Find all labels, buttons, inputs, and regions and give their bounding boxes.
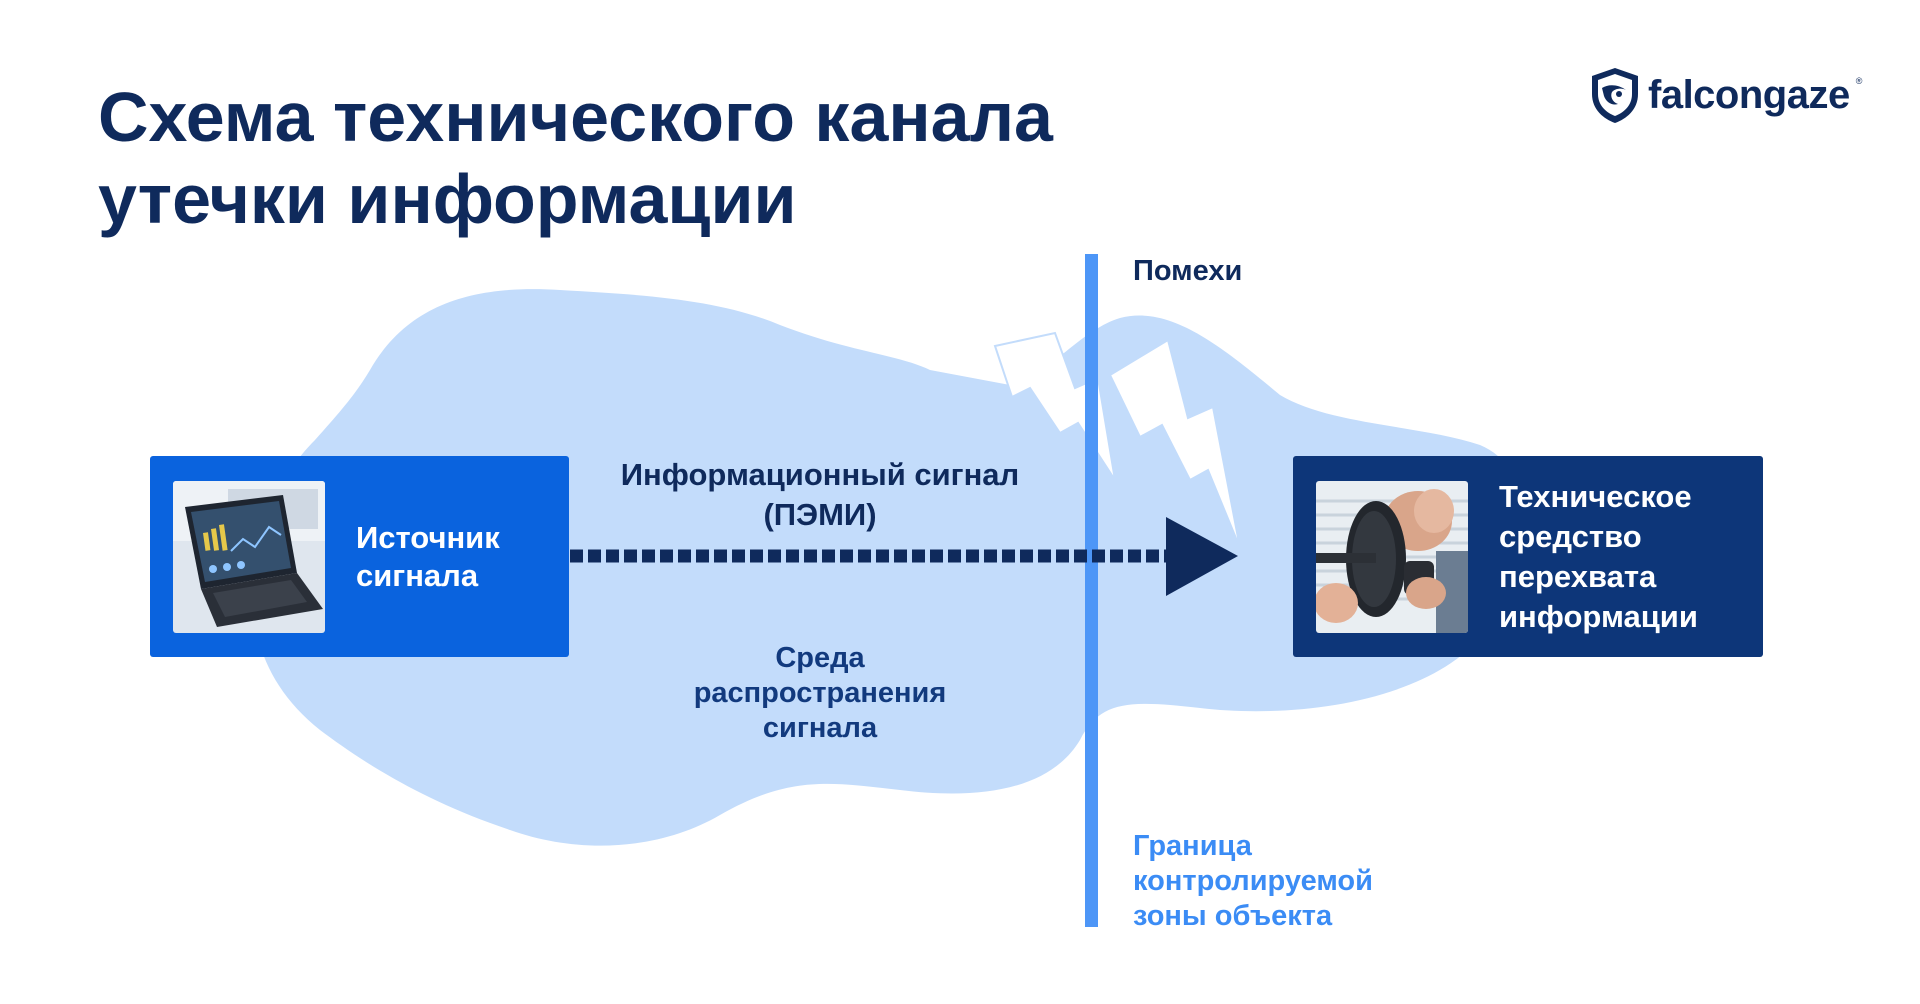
- information-signal-label: Информационный сигнал (ПЭМИ): [620, 457, 1020, 532]
- propagation-medium-label: Среда распространения сигнала: [693, 642, 947, 744]
- page-title-line-1: Схема технического канала: [98, 78, 1053, 156]
- controlled-zone-boundary-label: Граница контролируемой зоны объекта: [1133, 830, 1373, 932]
- source-label: Источник сигнала: [356, 519, 500, 593]
- signal-source-node: Источник сигнала: [150, 456, 569, 657]
- parabolic-microphone-image: [1316, 480, 1468, 633]
- registered-mark: ®: [1855, 76, 1863, 86]
- interceptor-label: Техническое средство перехвата информаци…: [1499, 478, 1698, 634]
- logo-wordmark: falcongaze: [1648, 72, 1850, 117]
- page-title: Схема технического канала утечки информа…: [98, 76, 1198, 240]
- interception-device-node: Техническое средство перехвата информаци…: [1293, 456, 1763, 657]
- interference-label: Помехи: [1133, 255, 1243, 287]
- signal-arrow-head: [1166, 517, 1238, 596]
- interference-bolt-right: [1108, 338, 1241, 549]
- laptop-image: [173, 480, 325, 633]
- falcongaze-logo: falcongaze ®: [1588, 66, 1862, 124]
- page-title-line-2: утечки информации: [98, 160, 797, 238]
- falcon-shield-icon: [1592, 68, 1638, 123]
- controlled-zone-boundary-line: [1085, 254, 1098, 927]
